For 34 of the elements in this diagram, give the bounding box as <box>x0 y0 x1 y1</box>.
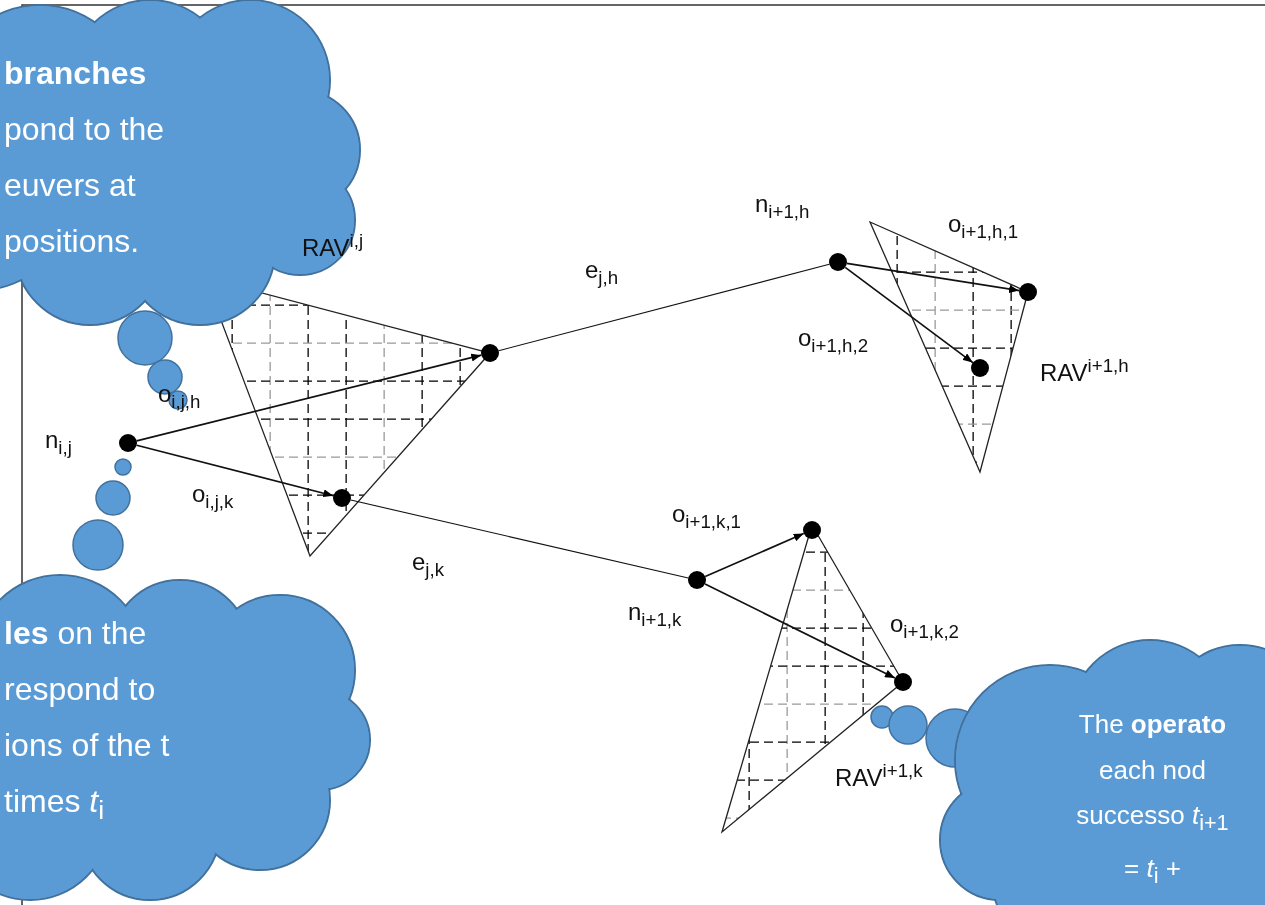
thought-cloud <box>0 0 362 327</box>
arrow <box>846 262 1020 293</box>
node-label: n$_{i+1,k}$ <box>628 600 682 630</box>
state-dot <box>803 521 821 539</box>
connector-line <box>498 263 830 352</box>
cloud-text: les on the respond to ions of the t times t$_{i}$ <box>4 614 171 828</box>
state-dot <box>688 571 706 589</box>
node-label: n$_{i,j}$ <box>45 428 72 458</box>
connector-line <box>350 499 689 579</box>
arrow <box>704 532 805 578</box>
state-dot <box>481 344 499 362</box>
cloud-text: branches pond to the euvers at positions. <box>4 54 166 261</box>
symbol-label: o$_{i,j,k}$ <box>192 482 234 512</box>
arrow <box>844 266 974 364</box>
symbol-label: o$_{i+1,h,2}$ <box>798 326 869 356</box>
state-dot <box>894 673 912 691</box>
arrow <box>135 353 483 442</box>
cloud-text: The operato each nod successo t$_{i+1}$ = t$_{i}$ + <box>1075 708 1230 890</box>
arrow <box>704 583 896 679</box>
state-dot <box>971 359 989 377</box>
state-dot <box>119 434 137 452</box>
state-dot <box>829 253 847 271</box>
state-dot <box>333 489 351 507</box>
symbol-label: o$_{i+1,k,1}$ <box>672 502 741 532</box>
symbol-label: RAV$^{i+1,h}$ <box>1040 357 1129 385</box>
state-dot <box>1019 283 1037 301</box>
symbol-label: o$_{i+1,k,2}$ <box>890 612 959 642</box>
symbol-label: o$_{i+1,h,1}$ <box>948 212 1019 242</box>
node-label: n$_{i+1,h}$ <box>755 192 810 222</box>
thought-cloud <box>0 573 372 902</box>
edge-label: e$_{j,k}$ <box>412 550 445 580</box>
edge-label: e$_{j,h}$ <box>585 258 619 288</box>
symbol-label: RAV$^{i+1,k}$ <box>835 762 923 790</box>
arrow <box>135 444 335 498</box>
